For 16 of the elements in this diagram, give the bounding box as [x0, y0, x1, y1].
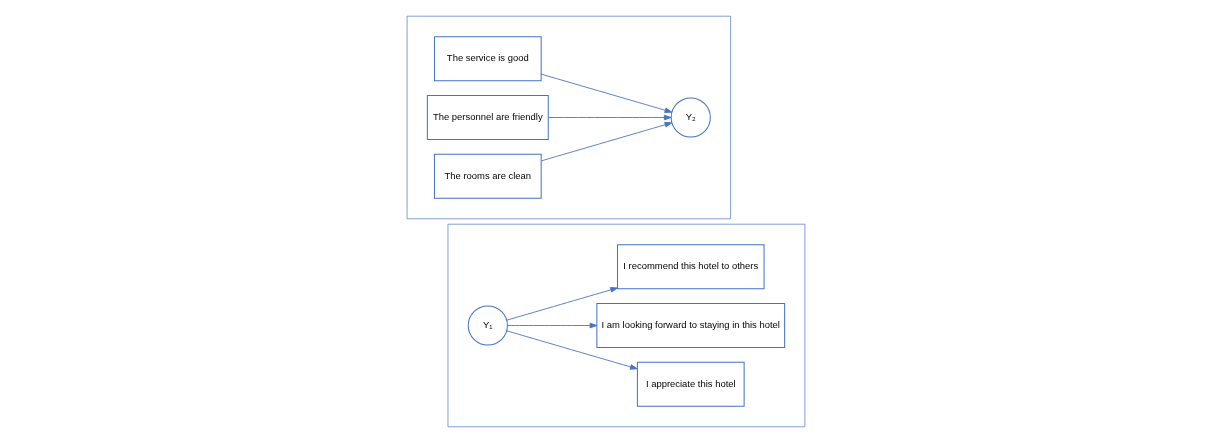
node-circle: Y₂ — [670, 97, 711, 138]
arrow — [505, 330, 638, 370]
node-box: The personnel are friendly — [426, 95, 549, 140]
node-circle: Y₁ — [467, 305, 508, 346]
node-box: The rooms are clean — [433, 153, 542, 199]
cluster — [447, 223, 805, 428]
cluster — [406, 15, 731, 220]
node-box: I recommend this hotel to others — [616, 244, 765, 290]
arrow — [505, 287, 618, 321]
arrow — [547, 114, 672, 121]
arrow — [540, 73, 672, 113]
node-box: The service is good — [433, 36, 542, 82]
arrow — [506, 322, 597, 329]
node-box: I am looking forward to staying in this hotel — [595, 303, 785, 348]
arrow — [540, 122, 672, 162]
node-box: I appreciate this hotel — [636, 361, 745, 407]
